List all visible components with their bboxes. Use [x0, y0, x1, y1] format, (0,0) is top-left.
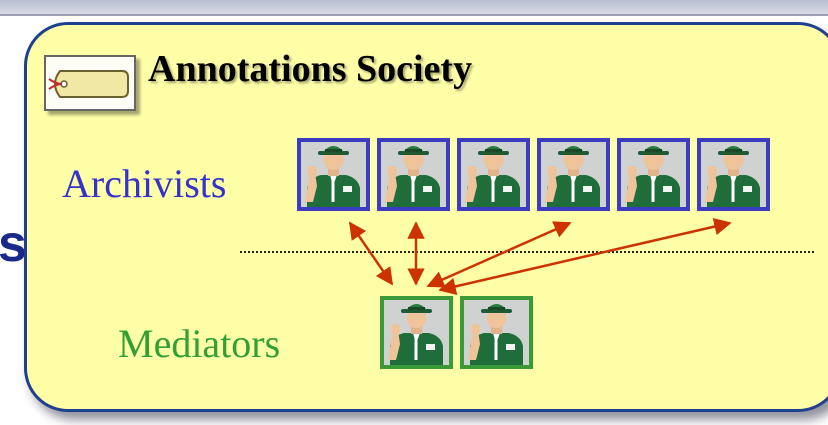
diagram-title: Annotations Society — [148, 48, 473, 90]
ranger-agent-icon — [301, 142, 366, 207]
ranger-agent-icon — [381, 142, 446, 207]
archivist-agent — [457, 138, 530, 211]
top-band — [0, 0, 828, 16]
mediator-agent — [460, 296, 533, 369]
ranger-agent-icon — [621, 142, 686, 207]
archivist-agent — [377, 138, 450, 211]
price-tag-icon — [44, 55, 136, 111]
ranger-agent-icon — [384, 300, 449, 365]
archivist-agent — [617, 138, 690, 211]
side-text-fragment: s — [0, 215, 27, 273]
ranger-agent-icon — [541, 142, 606, 207]
arrow-archivist-6-mediator — [438, 218, 732, 295]
ranger-agent-icon — [701, 142, 766, 207]
archivist-agent — [697, 138, 770, 211]
archivist-agent — [297, 138, 370, 211]
archivists-label: Archivists — [62, 161, 227, 206]
mediator-agent — [380, 296, 453, 369]
arrow-archivist-1-mediator — [348, 221, 394, 286]
ranger-agent-icon — [461, 142, 526, 207]
ranger-agent-icon — [464, 300, 529, 365]
archivist-agent — [537, 138, 610, 211]
mediators-label: Mediators — [118, 321, 281, 366]
